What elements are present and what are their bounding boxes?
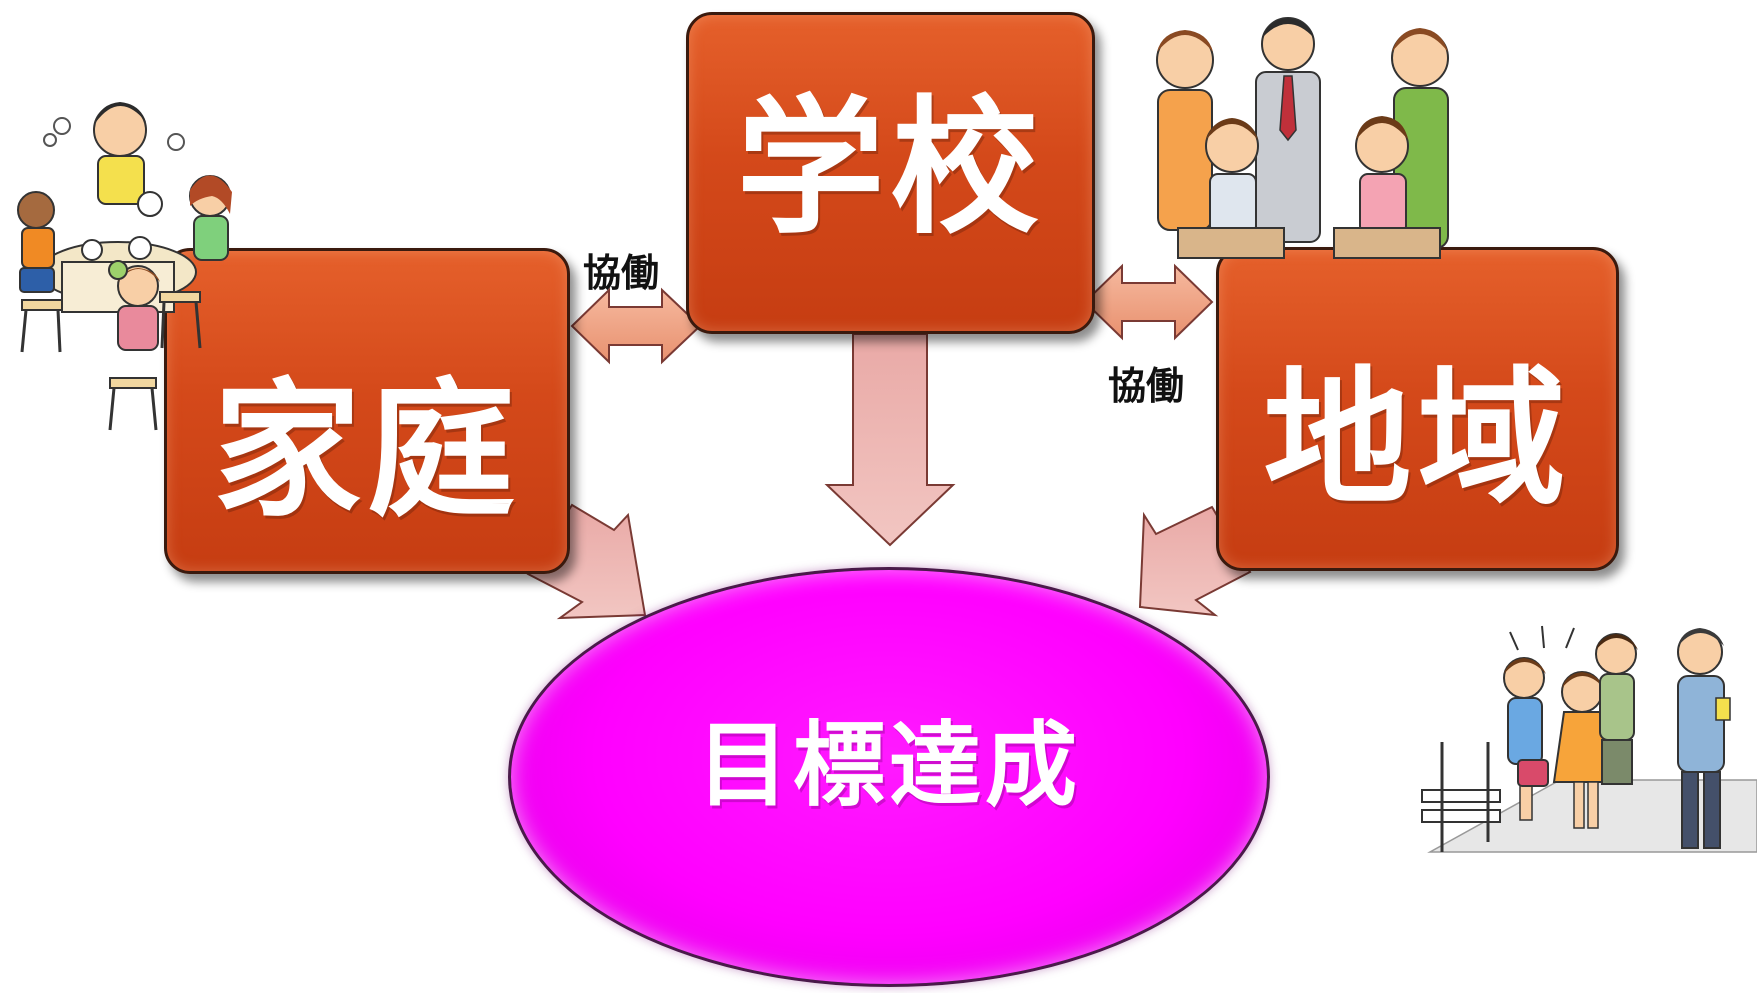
- home-school-collaboration-label: 協働: [583, 251, 660, 295]
- school-box: 学校: [686, 12, 1095, 334]
- school-community-collaboration-label: 協働: [1108, 364, 1185, 408]
- goal-ellipse: 目標達成: [508, 567, 1270, 987]
- school-label: 学校: [736, 82, 1045, 254]
- school-community-double-arrow: [1083, 263, 1214, 341]
- home-box: 家庭: [164, 248, 570, 574]
- school-to-goal-arrow: [824, 333, 956, 547]
- goal-label: 目標達成: [696, 711, 1081, 819]
- community-label: 地域: [1263, 353, 1572, 525]
- home-school-double-arrow: [570, 287, 702, 365]
- community-box: 地域: [1216, 247, 1619, 571]
- home-label: 家庭: [213, 365, 521, 537]
